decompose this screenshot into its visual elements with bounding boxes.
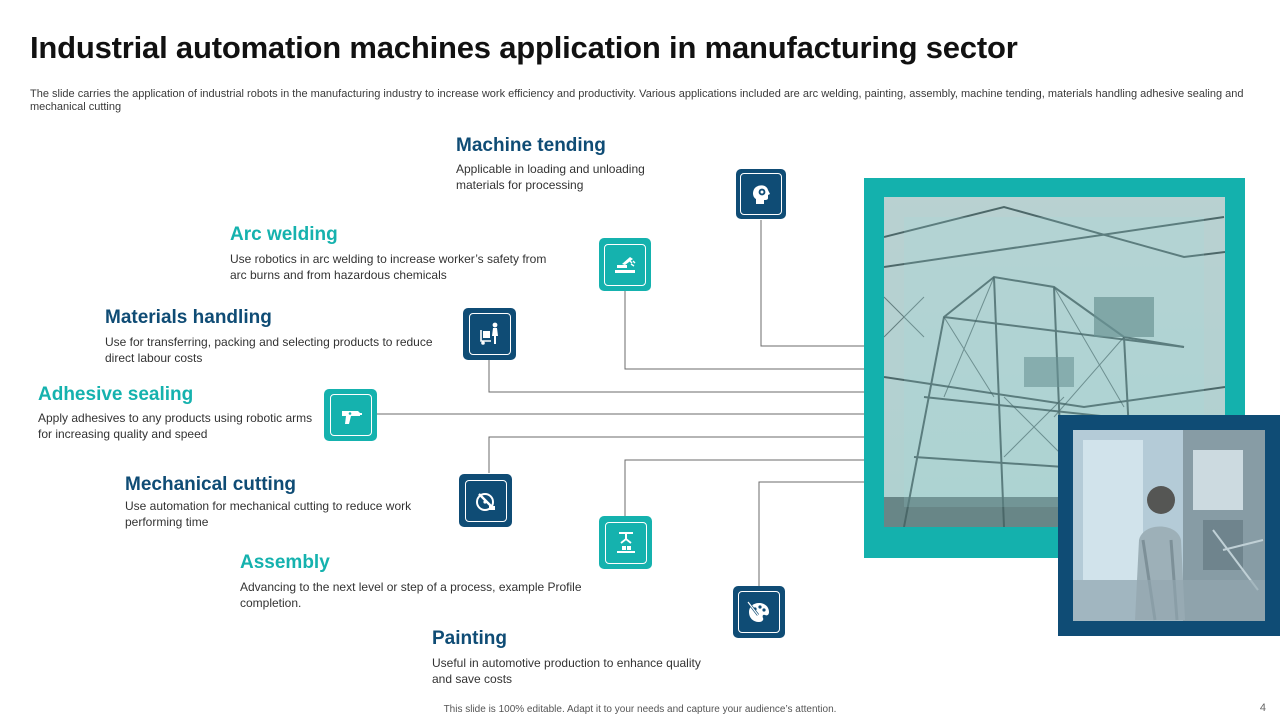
page-number: 4: [1259, 702, 1266, 714]
painting-icon-box: [733, 586, 785, 638]
robotic-arm-assembly-icon: [616, 531, 635, 553]
item-title-machine-tending: Machine tending: [456, 135, 606, 156]
item-desc-mechanical-cutting: Use automation for mechanical cutting to…: [125, 499, 412, 529]
item-title-mechanical-cutting: Mechanical cutting: [125, 474, 297, 495]
slide-subtitle: The slide carries the application of ind…: [30, 88, 1244, 113]
item-title-arc-welding: Arc welding: [230, 224, 338, 245]
item-title-painting: Painting: [432, 628, 507, 649]
connector-arc-welding: [624, 291, 865, 370]
welding-torch-icon: [615, 256, 636, 273]
item-desc-adhesive-sealing: Apply adhesives to any products using ro…: [38, 411, 313, 441]
circular-saw-icon: [475, 492, 495, 511]
hand-truck-worker-icon: [479, 322, 498, 345]
paint-palette-brush-icon: [746, 601, 769, 622]
connector-machine-tending: [760, 220, 865, 347]
item-title-materials-handling: Materials handling: [105, 307, 272, 328]
assembly-icon-box: [599, 516, 652, 569]
connector-mechanical-cutting: [488, 436, 865, 473]
connector-materials-handling: [488, 359, 865, 393]
item-title-adhesive-sealing: Adhesive sealing: [38, 384, 194, 405]
item-desc-materials-handling: Use for transferring, packing and select…: [105, 335, 433, 365]
connector-painting: [758, 481, 865, 586]
worker-operating-machine-photo: [1073, 430, 1265, 621]
mechanical-cutting-icon-box: [459, 474, 512, 527]
robot-head-gear-icon: [753, 185, 770, 204]
machine-tending-icon-box: [736, 169, 786, 219]
item-desc-assembly: Advancing to the next level or step of a…: [240, 580, 582, 610]
item-title-assembly: Assembly: [240, 552, 330, 573]
item-desc-painting: Useful in automotive production to enhan…: [432, 656, 701, 686]
item-desc-arc-welding: Use robotics in arc welding to increase …: [230, 252, 547, 282]
arc-welding-icon-box: [599, 238, 651, 291]
footer-note: This slide is 100% editable. Adapt it to…: [443, 704, 837, 715]
glue-gun-icon: [341, 411, 362, 424]
slide-title: Industrial automation machines applicati…: [30, 30, 1018, 65]
connector-assembly: [624, 459, 865, 516]
materials-handling-icon-box: [463, 308, 516, 360]
item-desc-machine-tending: Applicable in loading and unloading mate…: [456, 162, 645, 192]
adhesive-sealing-icon-box: [324, 389, 377, 441]
